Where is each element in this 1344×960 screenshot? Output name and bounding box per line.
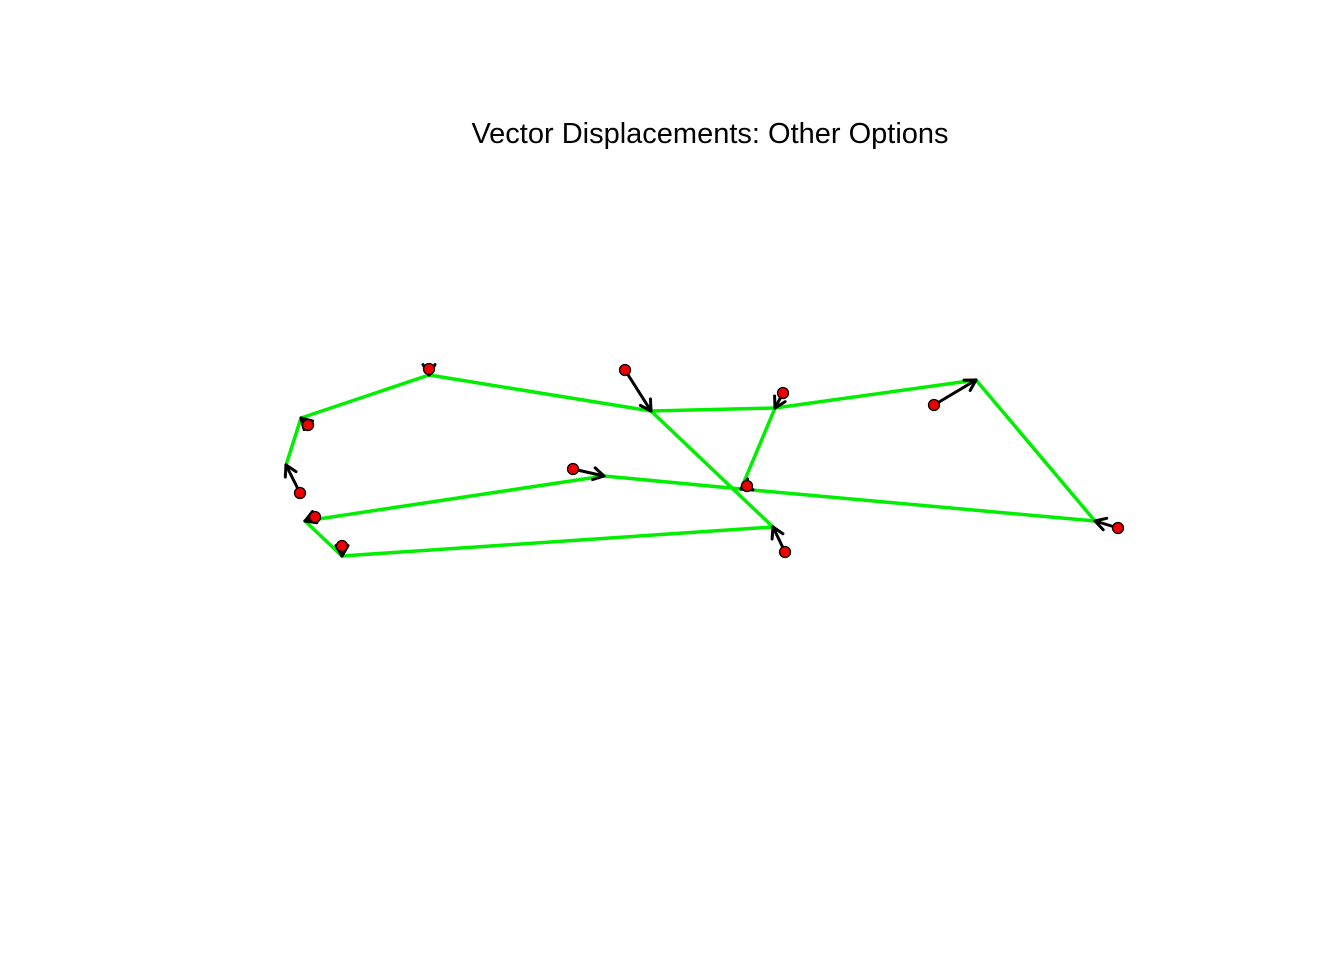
- landmark-point-5: [301, 418, 315, 432]
- displacement-arrow-2: [623, 368, 653, 413]
- links-layer: [284, 373, 1097, 558]
- landmark-point-9: [308, 510, 322, 524]
- link-11-12: [340, 525, 775, 558]
- landmark-point-3: [776, 386, 790, 400]
- landmark-point-12: [778, 545, 792, 559]
- points-layer: [293, 362, 1125, 559]
- link-3-4: [773, 378, 978, 410]
- link-10-8: [739, 487, 1097, 523]
- landmark-point-1: [422, 362, 436, 376]
- link-1-2: [427, 373, 653, 413]
- displacement-arrow-4: [932, 378, 978, 407]
- link-5-1: [299, 373, 431, 420]
- link-12-2: [649, 409, 775, 529]
- landmark-point-8: [740, 479, 754, 493]
- plot-title: Vector Displacements: Other Options: [471, 118, 949, 150]
- link-7-9: [303, 474, 606, 523]
- landmark-point-2: [618, 363, 632, 377]
- link-8-7: [602, 474, 743, 491]
- landmark-point-6: [293, 486, 307, 500]
- link-2-3: [649, 406, 777, 413]
- link-9-11: [303, 519, 344, 558]
- link-5-6: [284, 416, 303, 467]
- link-4-10: [974, 378, 1097, 523]
- landmark-point-4: [927, 398, 941, 412]
- landmark-point-11: [335, 539, 349, 553]
- landmark-point-7: [566, 462, 580, 476]
- landmark-point-10: [1111, 521, 1125, 535]
- link-8-3: [739, 406, 777, 491]
